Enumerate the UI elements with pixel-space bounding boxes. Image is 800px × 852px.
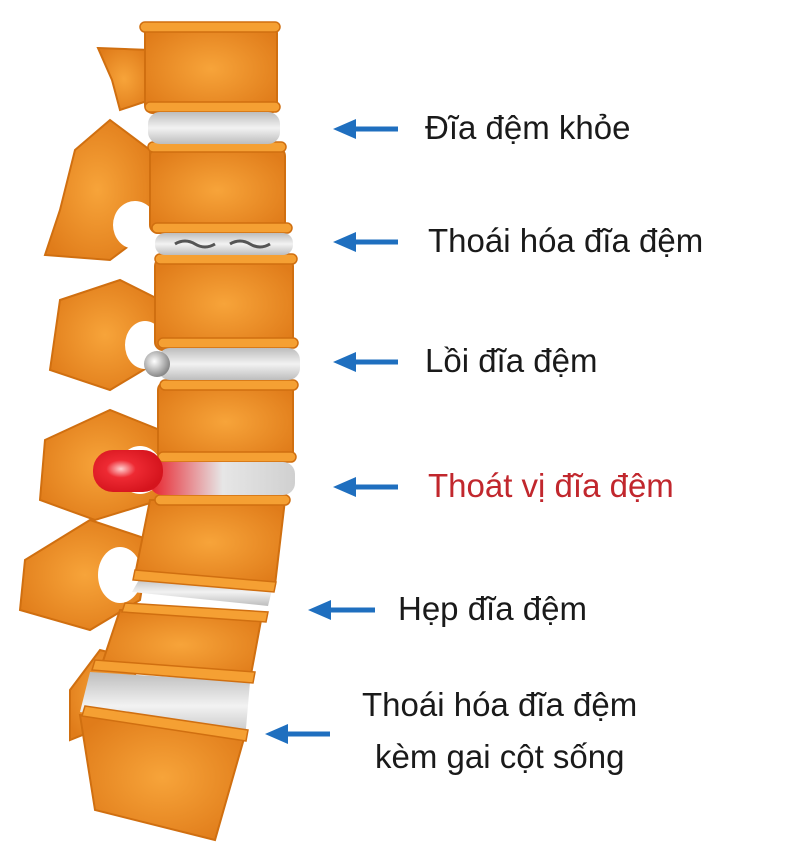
- arrow-icon: [333, 352, 398, 372]
- arrow-icon: [333, 232, 398, 252]
- label-degenerated-disc: Thoái hóa đĩa đệm: [428, 222, 704, 259]
- degenerated-disc: [155, 233, 293, 255]
- arrows: [265, 119, 398, 744]
- endplates: [139, 21, 299, 506]
- arrow-icon: [333, 477, 398, 497]
- arrow-icon: [308, 600, 375, 620]
- label-degenerated-disc-spurs-line2: kèm gai cột sống: [375, 738, 625, 775]
- herniated-disc: [93, 450, 295, 495]
- label-bulging-disc: Lồi đĩa đệm: [425, 342, 598, 379]
- label-narrowed-disc: Hẹp đĩa đệm: [398, 590, 587, 627]
- arrow-icon: [333, 119, 398, 139]
- narrowed-disc: [132, 578, 272, 606]
- label-healthy-disc: Đĩa đệm khỏe: [425, 109, 631, 146]
- degenerated-disc-with-spurs: [80, 672, 250, 740]
- arrow-icon: [265, 724, 330, 744]
- vertebral-bodies: [78, 24, 294, 842]
- label-degenerated-disc-spurs: Thoái hóa đĩa đệm: [362, 686, 638, 723]
- bulging-disc: [144, 348, 300, 380]
- healthy-disc: [148, 112, 280, 144]
- label-herniated-disc: Thoát vị đĩa đệm: [428, 467, 674, 504]
